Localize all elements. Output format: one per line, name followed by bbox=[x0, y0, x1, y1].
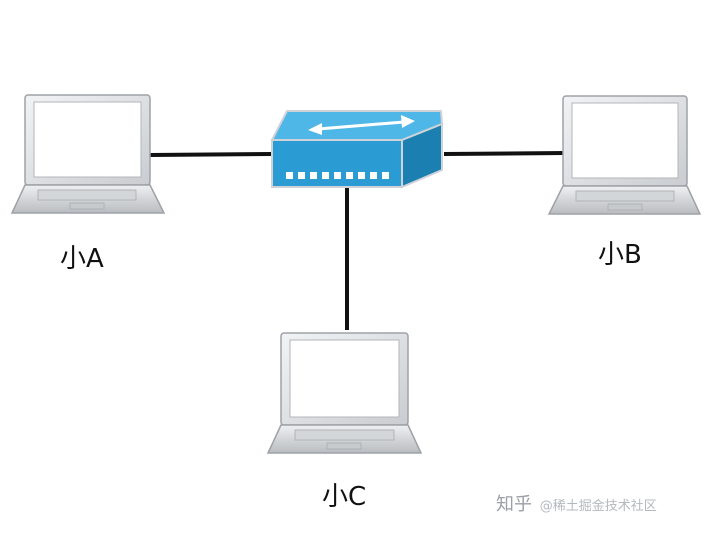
device-label-a: 小A bbox=[60, 244, 104, 274]
network-switch-icon bbox=[270, 110, 444, 189]
watermark-brand: 知乎 bbox=[496, 494, 532, 515]
switch-ports bbox=[286, 172, 389, 179]
device-label-b: 小B bbox=[598, 240, 642, 270]
watermark-handle: @稀土掘金技术社区 bbox=[539, 499, 657, 514]
switch-arrows-icon bbox=[308, 115, 415, 135]
laptop-b-icon bbox=[547, 95, 702, 215]
cable-switch-b bbox=[443, 151, 567, 156]
laptop-c-icon bbox=[266, 332, 423, 454]
cable-a-switch bbox=[149, 152, 273, 157]
watermark: 知乎 @稀土掘金技术社区 bbox=[496, 490, 657, 516]
laptop-a-icon bbox=[10, 94, 166, 214]
device-label-c: 小C bbox=[322, 482, 367, 512]
